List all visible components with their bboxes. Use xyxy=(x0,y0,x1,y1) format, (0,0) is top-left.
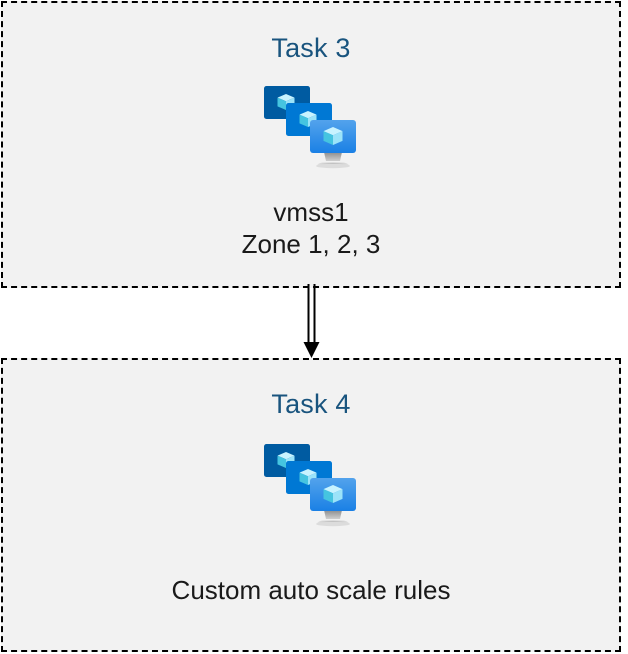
task3-caption-block: vmss1 Zone 1, 2, 3 xyxy=(242,196,381,260)
task3-caption-line-1: vmss1 xyxy=(273,197,349,227)
task-box-task3[interactable]: Task 3 xyxy=(1,1,621,288)
task3-title: Task 3 xyxy=(271,33,351,63)
task4-caption-block: Custom auto scale rules xyxy=(172,574,451,606)
task4-title: Task 4 xyxy=(271,389,351,419)
azure-vm-scale-set-icon xyxy=(264,444,356,527)
azure-vm-scale-set-icon xyxy=(264,86,356,169)
connector-arrow-task3-to-task4 xyxy=(303,284,320,358)
task-box-task4[interactable]: Task 4 xyxy=(1,358,621,652)
task3-caption-line-2: Zone 1, 2, 3 xyxy=(241,229,381,260)
task4-caption-line-1: Custom auto scale rules xyxy=(171,575,451,605)
